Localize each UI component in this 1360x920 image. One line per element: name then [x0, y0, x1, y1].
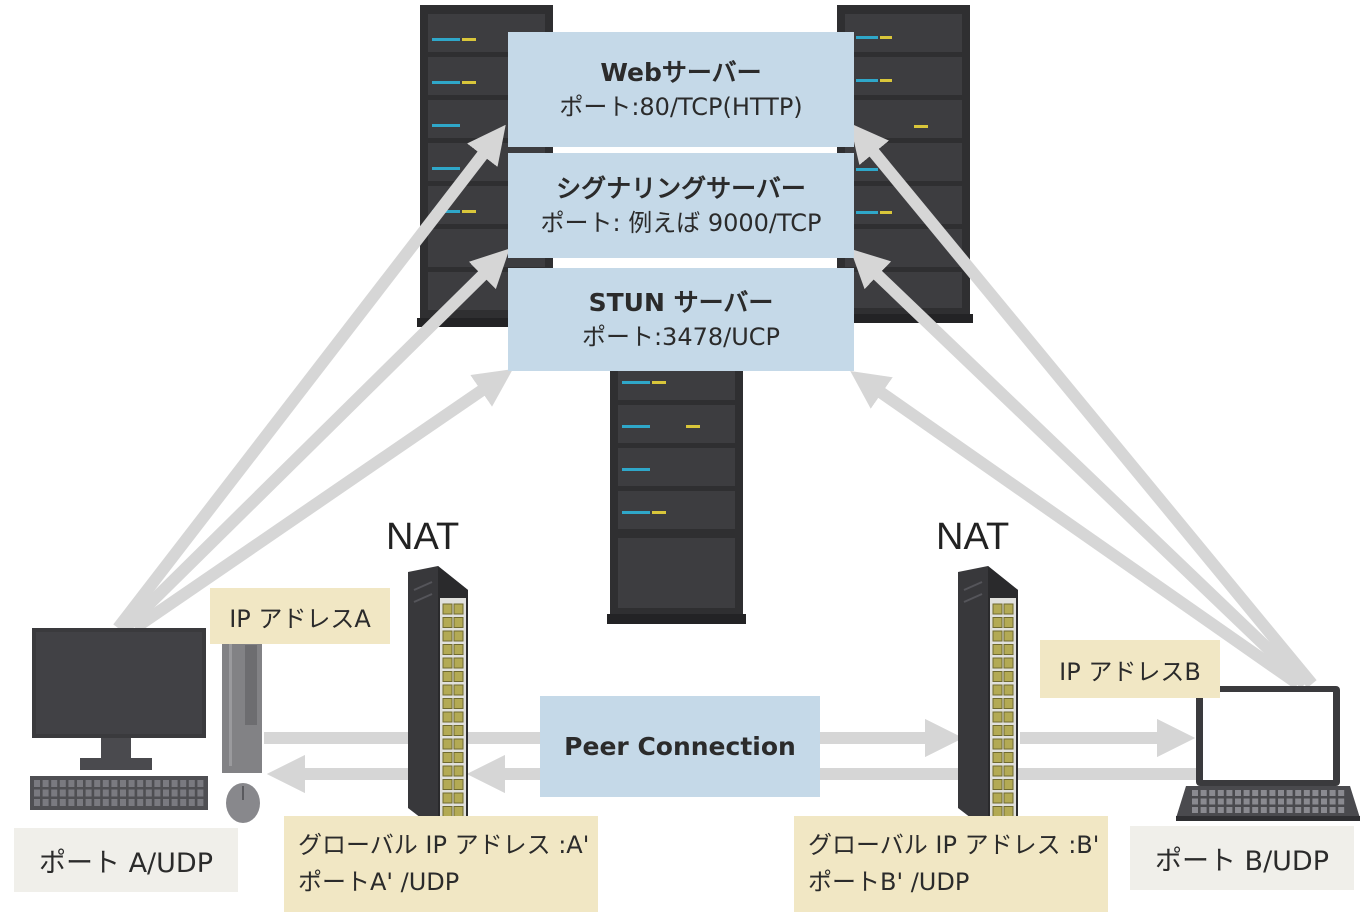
desktop-computer-icon [30, 628, 262, 823]
port-b-text: ポート B/UDP [1154, 845, 1330, 877]
server-rack-right-icon [834, 5, 973, 323]
web-server-label: Webサーバー ポート:80/TCP(HTTP) [508, 32, 854, 147]
ip-address-b-text: IP アドレスB [1059, 657, 1201, 686]
global-port-b-text: ポートB' /UDP [808, 868, 970, 896]
arrow-b-to-signaling [850, 248, 1310, 689]
nat-switch-right-icon [958, 566, 1018, 831]
peer-connection-title: Peer Connection [564, 731, 796, 761]
port-a-text: ポート A/UDP [39, 847, 213, 879]
laptop-computer-icon [1176, 686, 1360, 821]
ip-address-b-label: IP アドレスB [1040, 640, 1220, 698]
server-rack-center-icon [607, 370, 746, 624]
arrow-b-to-stun [850, 370, 1302, 689]
ip-address-a-label: IP アドレスA [210, 588, 390, 644]
nat-left-label: NAT [386, 516, 460, 558]
signaling-server-port: ポート: 例えば 9000/TCP [540, 208, 822, 237]
stun-server-label: STUN サーバー ポート:3478/UCP [508, 268, 854, 371]
arrow-a-to-web [113, 124, 506, 632]
server-connection-arrows [113, 123, 1317, 689]
web-server-port: ポート:80/TCP(HTTP) [559, 92, 803, 121]
arrow-a-to-signaling [120, 248, 510, 633]
web-server-title: Webサーバー [600, 57, 762, 87]
signaling-server-label: シグナリングサーバー ポート: 例えば 9000/TCP [508, 153, 854, 258]
nat-switch-left-icon [408, 566, 468, 831]
nat-right-label: NAT [936, 516, 1010, 558]
arrow-a-to-stun [131, 369, 513, 633]
global-address-a-label: グローバル IP アドレス :A' ポートA' /UDP [284, 816, 598, 912]
port-a-label: ポート A/UDP [14, 828, 238, 892]
signaling-server-title: シグナリングサーバー [556, 173, 806, 203]
peer-connection-label: Peer Connection [540, 696, 820, 797]
arrow-b-to-web [849, 123, 1317, 688]
global-ip-b-text: グローバル IP アドレス :B' [808, 831, 1100, 859]
global-address-b-label: グローバル IP アドレス :B' ポートB' /UDP [794, 816, 1108, 912]
stun-server-port: ポート:3478/UCP [581, 322, 781, 351]
stun-server-title: STUN サーバー [588, 287, 774, 317]
ip-address-a-text: IP アドレスA [229, 604, 371, 633]
port-b-label: ポート B/UDP [1130, 826, 1354, 890]
global-ip-a-text: グローバル IP アドレス :A' [298, 831, 590, 859]
global-port-a-text: ポートA' /UDP [298, 868, 460, 896]
